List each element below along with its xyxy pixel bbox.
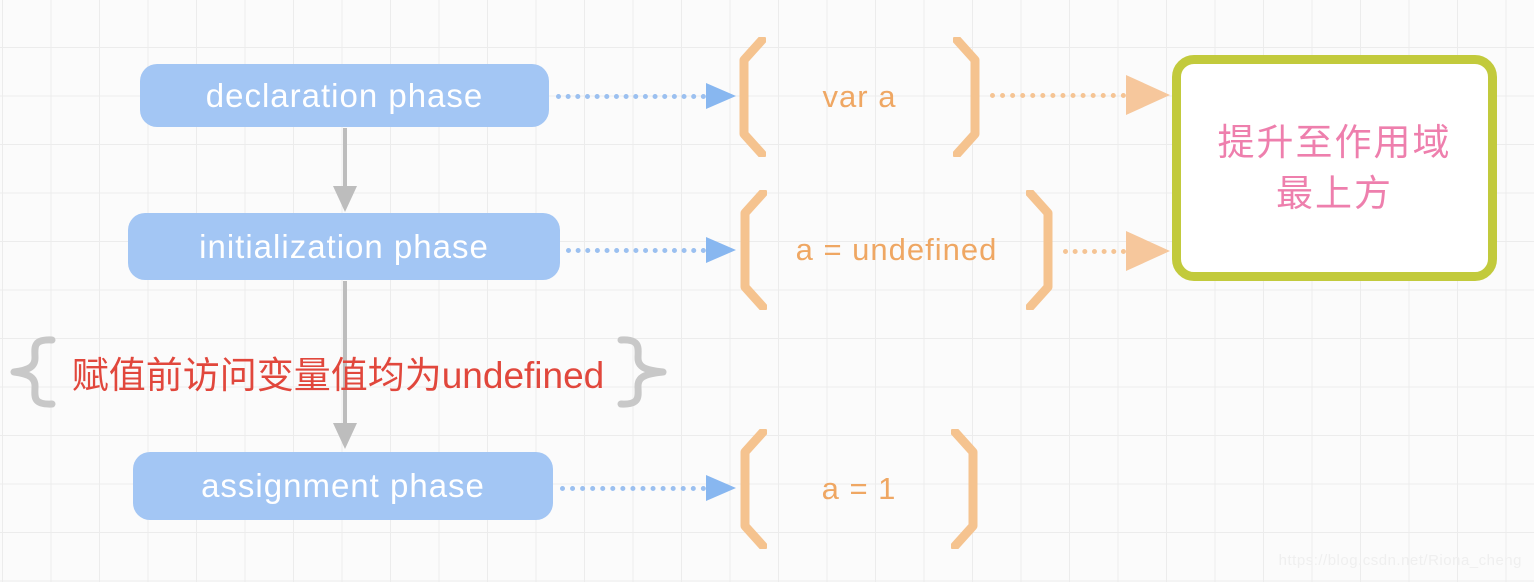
arrow-right-icon [706, 475, 736, 501]
watermark: https://blog.csdn.net/Riona_cheng [1278, 552, 1522, 569]
dotted-arrow-line-blue [560, 486, 706, 491]
declaration-phase-label: declaration phase [205, 76, 484, 114]
dotted-arrow-line-blue [566, 248, 706, 253]
dotted-arrow-line-orange [1063, 249, 1126, 254]
right-bracket-icon [953, 37, 980, 157]
left-bracket-icon [740, 190, 767, 310]
hoist-result-line1: 提升至作用域 [1217, 122, 1452, 163]
right-bracket-icon [951, 429, 978, 549]
arrow-down-icon [333, 186, 357, 212]
code-var-a: var a [822, 79, 897, 114]
left-bracket-icon [740, 429, 767, 549]
hoist-result-box: 提升至作用域 最上方 [1172, 55, 1497, 281]
arrow-down-icon [333, 423, 357, 449]
arrow-right-icon [706, 237, 736, 263]
right-curly-brace-icon [617, 336, 667, 408]
left-curly-brace-icon [10, 336, 56, 408]
hoist-result-line2: 最上方 [1276, 173, 1393, 214]
arrow-right-icon [1126, 231, 1170, 271]
assignment-phase-label: assignment phase [201, 467, 485, 504]
code-a-1: a = 1 [821, 471, 897, 506]
connector-line [343, 128, 347, 186]
dotted-arrow-line-orange [990, 93, 1126, 98]
dotted-arrow-line-blue [556, 94, 706, 99]
code-a-undefined: a = undefined [795, 232, 998, 267]
initialization-phase-label: initialization phase [199, 227, 489, 265]
right-bracket-icon [1026, 190, 1053, 310]
arrow-right-icon [706, 83, 736, 109]
note-text: 赋值前访问变量值均为undefined [71, 355, 605, 396]
arrow-right-icon [1126, 75, 1170, 115]
left-bracket-icon [739, 37, 766, 157]
connector-line [343, 281, 347, 423]
initialization-phase-box: initialization phase [128, 213, 560, 280]
declaration-phase-box: declaration phase [140, 64, 549, 127]
assignment-phase-box: assignment phase [133, 452, 553, 520]
